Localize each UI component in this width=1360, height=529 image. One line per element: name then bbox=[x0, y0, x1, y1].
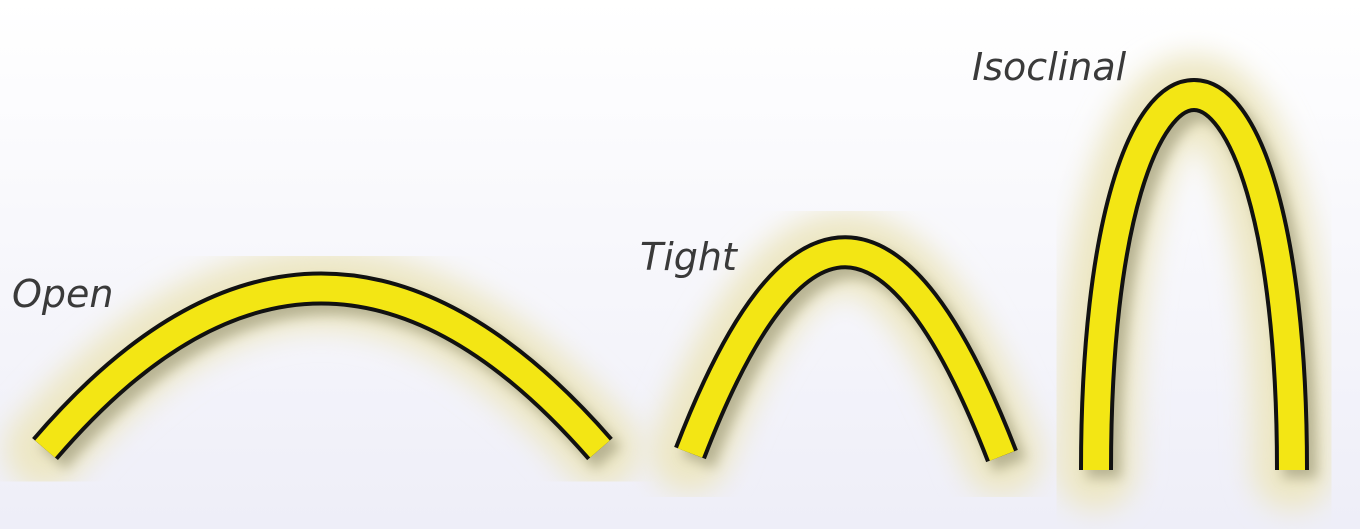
open-fold-label: Open bbox=[12, 272, 114, 316]
open-fold: Open bbox=[12, 272, 608, 458]
isoclinal-fold-label: Isoclinal bbox=[972, 45, 1127, 89]
tight-fold: Tight bbox=[640, 235, 1010, 465]
tight-fold-label: Tight bbox=[640, 235, 739, 279]
